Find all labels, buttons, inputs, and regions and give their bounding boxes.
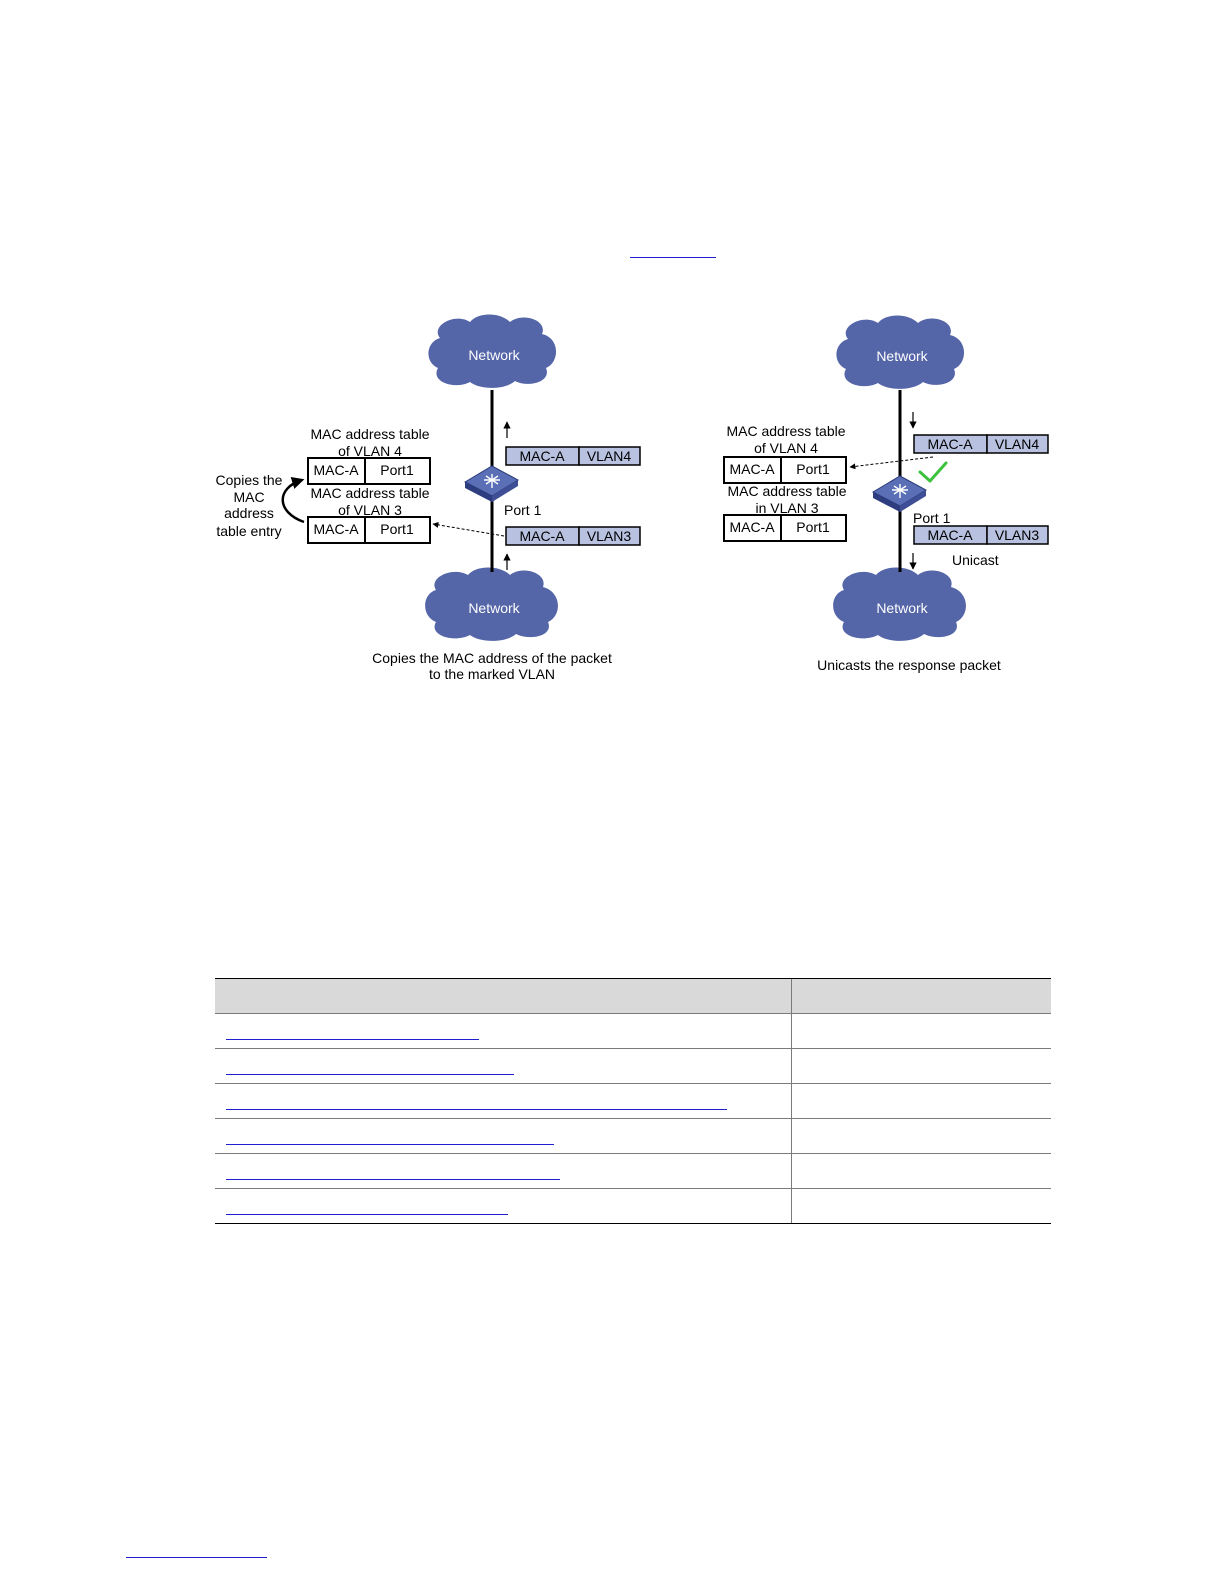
right-packet-vlan3: MAC-A VLAN3 (913, 525, 1049, 545)
left-switch-icon (463, 465, 520, 502)
left-network-bottom-label: Network (468, 600, 520, 616)
table-row (215, 1048, 1051, 1084)
table-row-link[interactable] (226, 1144, 554, 1145)
table-row (215, 1013, 1051, 1049)
table-cell-link (215, 1083, 792, 1119)
left-vlan3-title-1: MAC address table (310, 485, 429, 501)
left-vlan4-title-1: MAC address table (310, 426, 429, 442)
left-packet-bottom-mac: MAC-A (519, 528, 565, 544)
table-cell-value (791, 1118, 1051, 1154)
right-packet-vlan4: MAC-A VLAN4 (913, 434, 1049, 454)
table-header-cell-2 (791, 978, 1051, 1014)
right-caption: Unicasts the response packet (817, 657, 1001, 673)
right-vlan4-title-1: MAC address table (726, 423, 845, 439)
table-header-cell-1 (215, 978, 792, 1014)
table-row-link[interactable] (226, 1074, 514, 1075)
table-row-link[interactable] (226, 1214, 508, 1215)
right-network-top-cloud: Network (836, 315, 965, 389)
left-network-top-label: Network (468, 347, 520, 363)
copy-note-2: MAC (233, 489, 264, 505)
right-vlan3-title-2: in VLAN 3 (755, 500, 818, 516)
table-cell-link (215, 1153, 792, 1189)
left-vlan3-port: Port1 (380, 521, 414, 537)
table-cell-link (215, 1118, 792, 1154)
right-packet-top-vlan: VLAN4 (995, 436, 1040, 452)
figure-reference-link[interactable] (630, 257, 716, 258)
left-panel: Network Network MAC-A VLAN4 (216, 314, 641, 682)
table-cell-value (791, 1188, 1051, 1224)
unicast-label: Unicast (952, 552, 999, 568)
table-cell-value (791, 1048, 1051, 1084)
right-network-bottom-cloud: Network (833, 567, 966, 641)
left-learn-dashed-arrow (432, 521, 505, 537)
mac-address-vlan-diagram: Network Network MAC-A VLAN4 (216, 314, 1049, 682)
copy-note-1: Copies the (216, 472, 283, 488)
right-vlan4-mac: MAC-A (729, 461, 775, 477)
left-vlan4-port: Port1 (380, 462, 414, 478)
right-vlan4-port: Port1 (796, 461, 830, 477)
left-port-label: Port 1 (504, 502, 542, 518)
right-packet-bottom-mac: MAC-A (927, 527, 973, 543)
copy-note-4: table entry (216, 523, 281, 539)
right-packet-bottom-vlan: VLAN3 (995, 527, 1040, 543)
left-vlan4-mac: MAC-A (313, 462, 359, 478)
left-packet-vlan3: MAC-A VLAN3 (505, 526, 641, 546)
right-vlan4-title-2: of VLAN 4 (754, 440, 818, 456)
check-mark-icon (918, 461, 948, 483)
left-packet-bottom-vlan: VLAN3 (587, 528, 632, 544)
right-vlan3-port: Port1 (796, 519, 830, 535)
left-vlan3-table-entry: MAC-A Port1 (307, 516, 431, 544)
right-switch-icon (871, 475, 928, 512)
right-vlan3-mac: MAC-A (729, 519, 775, 535)
right-vlan3-title-1: MAC address table (727, 483, 846, 499)
table-body (215, 1013, 1051, 1224)
command-table (215, 978, 1051, 1224)
table-row (215, 1153, 1051, 1189)
left-caption-2: to the marked VLAN (429, 666, 555, 682)
table-cell-link (215, 1188, 792, 1224)
table-row (215, 1188, 1051, 1224)
left-vlan4-title-2: of VLAN 4 (338, 443, 402, 459)
left-network-bottom-cloud: Network (425, 567, 558, 641)
table-header-row (215, 978, 1051, 1014)
table-cell-value (791, 1153, 1051, 1189)
right-lookup-dashed-arrow (849, 456, 934, 470)
right-panel: Network Network MAC-A VLAN4 MAC-A VLAN (723, 315, 1049, 673)
table-cell-link (215, 1048, 792, 1084)
left-vlan3-title-2: of VLAN 3 (338, 502, 402, 518)
right-packet-top-mac: MAC-A (927, 436, 973, 452)
table-row-link[interactable] (226, 1179, 560, 1180)
table-cell-value (791, 1013, 1051, 1049)
table-row-link[interactable] (226, 1039, 479, 1040)
left-packet-vlan4: MAC-A VLAN4 (505, 446, 641, 466)
table-row (215, 1083, 1051, 1119)
table-cell-link (215, 1013, 792, 1049)
right-network-bottom-label: Network (876, 600, 928, 616)
right-network-top-label: Network (876, 348, 928, 364)
left-vlan4-table-entry: MAC-A Port1 (307, 457, 431, 485)
left-caption-1: Copies the MAC address of the packet (372, 650, 612, 666)
table-row-link[interactable] (226, 1109, 727, 1110)
right-port-label: Port 1 (913, 510, 951, 526)
footer-link[interactable] (126, 1557, 267, 1558)
left-network-top-cloud: Network (428, 314, 557, 388)
left-vlan3-mac: MAC-A (313, 521, 359, 537)
left-packet-top-vlan: VLAN4 (587, 448, 632, 464)
left-packet-top-mac: MAC-A (519, 448, 565, 464)
right-vlan3-table-entry: MAC-A Port1 (723, 514, 847, 542)
left-copy-curved-arrow (281, 476, 305, 524)
table-cell-value (791, 1083, 1051, 1119)
right-vlan4-table-entry: MAC-A Port1 (723, 456, 847, 484)
table-row (215, 1118, 1051, 1154)
copy-note-3: address (224, 505, 274, 521)
